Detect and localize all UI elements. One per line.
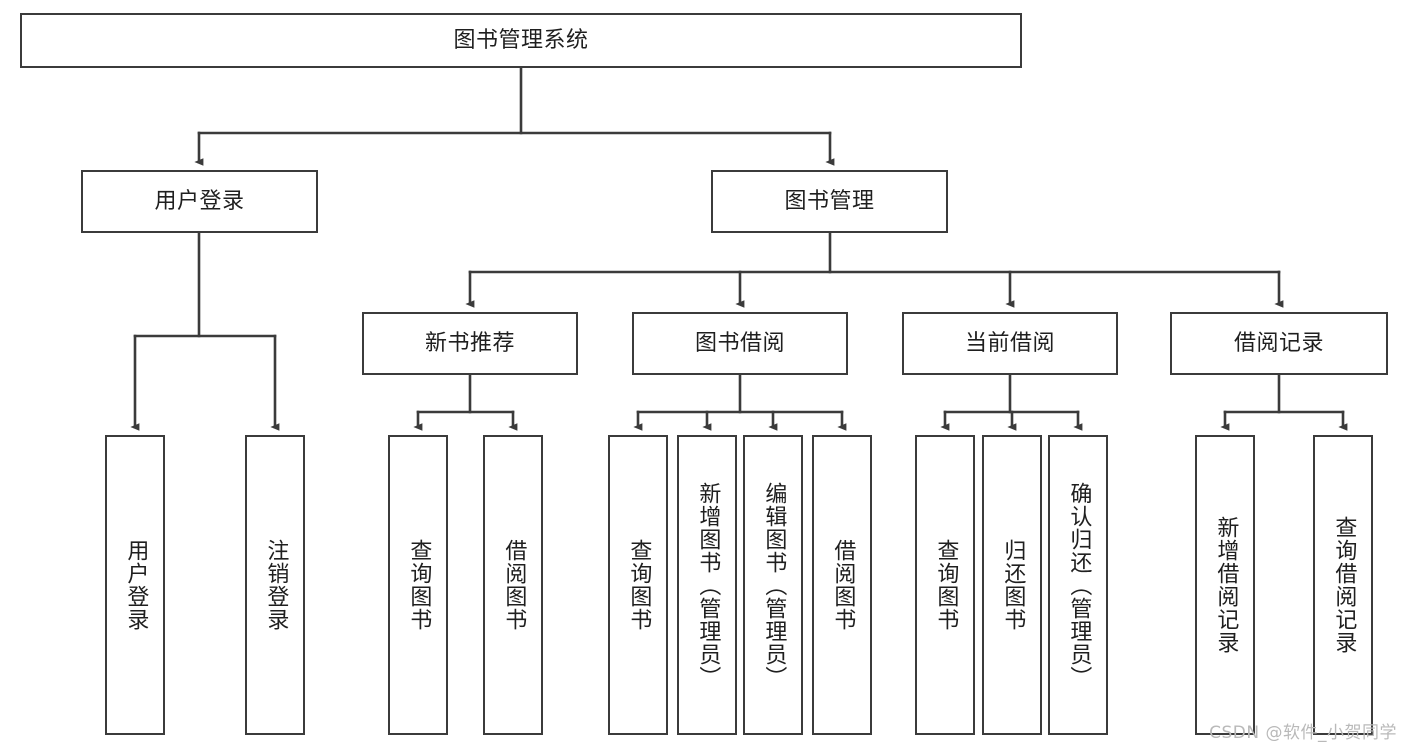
node-leaf-records-add[interactable]: 新增借阅记录 <box>1195 435 1255 735</box>
node-current-borrow-label: 当前借阅 <box>964 330 1055 356</box>
node-leaf-user-login-signin[interactable]: 用户登录 <box>105 435 165 735</box>
node-leaf-user-login-signout[interactable]: 注销登录 <box>245 435 305 735</box>
node-leaf-current-return[interactable]: 归还图书 <box>982 435 1042 735</box>
node-leaf-borrow-borrow-book[interactable]: 借阅图书 <box>812 435 872 735</box>
node-leaf-borrow-query-label: 查询图书 <box>626 539 652 631</box>
node-leaf-newbook-query-label: 查询图书 <box>406 539 432 631</box>
node-leaf-borrow-query[interactable]: 查询图书 <box>608 435 668 735</box>
node-leaf-records-add-label: 新增借阅记录 <box>1213 516 1239 654</box>
node-leaf-newbook-borrow-label: 借阅图书 <box>501 539 527 631</box>
node-leaf-current-return-label: 归还图书 <box>1000 539 1026 631</box>
node-root-system-label: 图书管理系统 <box>453 27 589 53</box>
node-leaf-current-query-label: 查询图书 <box>933 539 959 631</box>
node-root-system[interactable]: 图书管理系统 <box>20 13 1022 68</box>
node-user-login-label: 用户登录 <box>154 188 245 214</box>
node-leaf-borrow-edit-book-label: 编辑图书（管理员） <box>761 481 787 689</box>
node-leaf-current-confirm-return-label: 确认归还（管理员） <box>1066 481 1092 689</box>
node-user-login[interactable]: 用户登录 <box>81 170 318 233</box>
node-leaf-records-query-label: 查询借阅记录 <box>1331 516 1357 654</box>
node-leaf-records-query[interactable]: 查询借阅记录 <box>1313 435 1373 735</box>
node-leaf-borrow-borrow-book-label: 借阅图书 <box>830 539 856 631</box>
node-leaf-user-login-signout-label: 注销登录 <box>263 539 289 631</box>
node-leaf-borrow-add-book[interactable]: 新增图书（管理员） <box>677 435 737 735</box>
node-leaf-newbook-query[interactable]: 查询图书 <box>388 435 448 735</box>
node-book-management-label: 图书管理 <box>784 188 875 214</box>
node-leaf-borrow-add-book-label: 新增图书（管理员） <box>695 481 721 689</box>
node-book-borrow-label: 图书借阅 <box>694 330 785 356</box>
node-book-borrow[interactable]: 图书借阅 <box>632 312 848 375</box>
node-leaf-user-login-signin-label: 用户登录 <box>123 539 149 631</box>
node-new-book-recommend-label: 新书推荐 <box>424 330 515 356</box>
node-new-book-recommend[interactable]: 新书推荐 <box>362 312 578 375</box>
node-current-borrow[interactable]: 当前借阅 <box>902 312 1118 375</box>
node-borrow-records[interactable]: 借阅记录 <box>1170 312 1388 375</box>
node-leaf-current-query[interactable]: 查询图书 <box>915 435 975 735</box>
csdn-watermark: CSDN @软件_小贺同学 <box>1209 723 1397 743</box>
node-leaf-newbook-borrow[interactable]: 借阅图书 <box>483 435 543 735</box>
node-borrow-records-label: 借阅记录 <box>1233 330 1324 356</box>
node-book-management[interactable]: 图书管理 <box>711 170 948 233</box>
node-leaf-borrow-edit-book[interactable]: 编辑图书（管理员） <box>743 435 803 735</box>
node-leaf-current-confirm-return[interactable]: 确认归还（管理员） <box>1048 435 1108 735</box>
